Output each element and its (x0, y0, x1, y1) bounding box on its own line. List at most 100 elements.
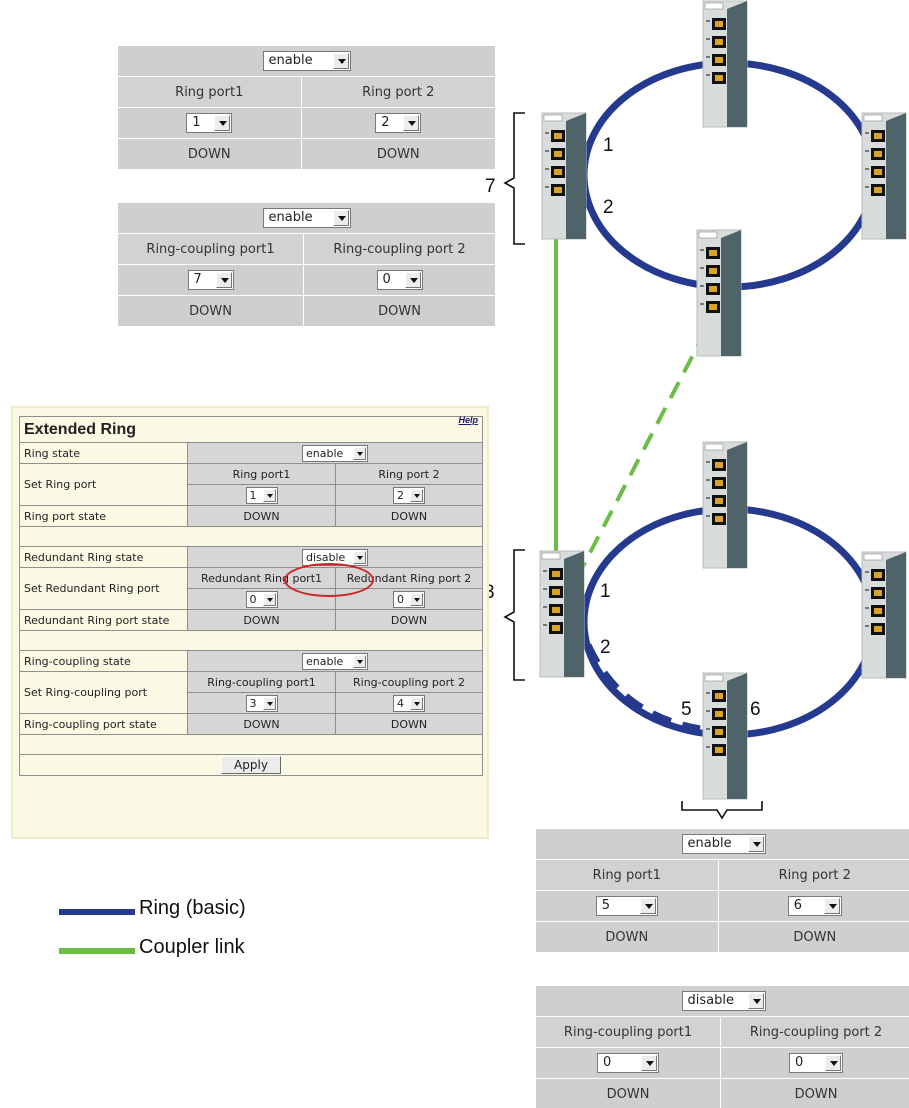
chevron-down-icon (353, 550, 366, 564)
set-ring-port-label: Set Ring port (19, 463, 188, 506)
ext-ring-port2-select[interactable]: 2 (393, 486, 425, 504)
label-top-port-1: 1 (603, 135, 614, 156)
redundant-ring-port2-select[interactable]: 0 (393, 590, 425, 608)
ring-port2-label: Ring port 2 (300, 76, 496, 108)
ring-coupling-port1-select-bottom[interactable]: 0 (597, 1053, 660, 1073)
extended-ring-title: Extended Ring (24, 420, 137, 438)
chevron-down-icon (825, 1055, 842, 1071)
chevron-down-icon (353, 654, 366, 668)
switch-bottom-south (702, 672, 748, 800)
label-bottom-port-6: 6 (750, 699, 761, 720)
chevron-down-icon (747, 836, 764, 852)
ring-coupling-port2-label-bottom: Ring-coupling port 2 (720, 1016, 909, 1048)
label-bottom-port-5: 5 (681, 699, 692, 720)
ring-swatch (59, 909, 135, 915)
ring-coupling-port1-status: DOWN (116, 295, 305, 327)
ring-port2-select-bottom[interactable]: 6 (787, 896, 842, 916)
chevron-down-icon (639, 898, 656, 914)
ring-coupling-state-label: Ring-coupling state (19, 650, 188, 672)
redundant-ring-state-select[interactable]: disable (302, 548, 368, 566)
chevron-down-icon (262, 696, 276, 710)
ring-port2-status-bottom: DOWN (717, 921, 909, 953)
ext-ring-coupling-port2-select[interactable]: 4 (393, 694, 425, 712)
switch-bottom-east (861, 551, 907, 679)
redundant-ring-port-state1: DOWN (187, 609, 336, 631)
ring-coupling-state-select[interactable]: enable (262, 208, 351, 228)
ring-port1-select[interactable]: 1 (186, 113, 233, 133)
switch-top-south (696, 229, 742, 357)
ring-port-state-label: Ring port state (19, 505, 188, 527)
chevron-down-icon (332, 210, 349, 226)
label-top-port-7: 7 (485, 176, 496, 197)
chevron-down-icon (214, 115, 231, 131)
ring-port-state2: DOWN (335, 505, 483, 527)
label-top-port-2: 2 (603, 197, 614, 218)
extended-ring-form: Extended Ring Help Ring state enable Set… (11, 406, 489, 839)
ring-coupling-port2-status: DOWN (303, 295, 496, 327)
ext-ring-coupling-state-select[interactable]: enable (302, 652, 368, 670)
ring-coupling-port2-status-bottom: DOWN (720, 1078, 909, 1108)
ring-coupling-port2-select[interactable]: 0 (376, 270, 423, 290)
chevron-down-icon (262, 592, 276, 606)
ring-coupling-port1-label-bottom: Ring-coupling port1 (534, 1016, 722, 1048)
ext-ring-port1-select[interactable]: 1 (245, 486, 278, 504)
chevron-down-icon (410, 696, 423, 710)
ring-state-select-bottom[interactable]: enable (681, 834, 766, 854)
chevron-down-icon (404, 272, 421, 288)
set-redundant-ring-port-label: Set Redundant Ring port (19, 567, 188, 610)
legend-coupler-link-label: Coupler link (139, 936, 245, 958)
coupler-swatch (59, 948, 135, 954)
ring-port2-label-bottom: Ring port 2 (717, 859, 909, 891)
chevron-down-icon (410, 592, 423, 606)
switch-top-east (861, 112, 907, 240)
ring-coupling-state-select-bottom[interactable]: disable (681, 991, 766, 1011)
ext-ring-port2-label: Ring port 2 (335, 463, 483, 485)
brace-bottom (503, 549, 525, 681)
label-bottom-port-3: 3 (484, 582, 495, 603)
ring-state-select[interactable]: enable (262, 51, 351, 71)
ring-coupling-port1-select[interactable]: 7 (187, 270, 234, 290)
help-link[interactable]: Help (458, 414, 478, 425)
ring-port1-label-bottom: Ring port1 (535, 859, 719, 891)
set-ring-coupling-port-label: Set Ring-coupling port (19, 671, 188, 714)
chevron-down-icon (823, 898, 840, 914)
ring-port1-status-bottom: DOWN (535, 921, 719, 953)
ring-coupling-port1-label: Ring-coupling port1 (116, 233, 305, 265)
ext-ring-coupling-port1-select[interactable]: 3 (245, 694, 278, 712)
label-bottom-port-1: 1 (600, 581, 611, 602)
chevron-down-icon (215, 272, 232, 288)
apply-button[interactable]: Apply (221, 756, 281, 774)
brace-top (503, 112, 525, 245)
ring-coupling-port-state1: DOWN (187, 713, 336, 735)
coupler-link-dashed (566, 304, 721, 596)
chevron-down-icon (747, 993, 764, 1009)
ext-ring-coupling-port2-label: Ring-coupling port 2 (335, 671, 483, 693)
ring-port1-select-bottom[interactable]: 5 (595, 896, 658, 916)
ring-port2-select[interactable]: 2 (375, 113, 422, 133)
chevron-down-icon (641, 1055, 658, 1071)
ring-port2-status: DOWN (300, 138, 496, 170)
ring-coupling-port2-label: Ring-coupling port 2 (303, 233, 496, 265)
redundant-ring-dashed (584, 643, 701, 733)
highlight-circle (284, 563, 374, 597)
chevron-down-icon (403, 115, 420, 131)
switch-bottom-north (702, 441, 748, 569)
switch-top-north (702, 0, 748, 128)
ring-port-state1: DOWN (187, 505, 336, 527)
chevron-down-icon (332, 53, 349, 69)
ring-state-label: Ring state (19, 442, 188, 464)
redundant-ring-state-label: Redundant Ring state (19, 546, 188, 568)
ring-coupling-port-state-label: Ring-coupling port state (19, 713, 188, 735)
chevron-down-icon (262, 488, 276, 502)
ext-ring-port1-label: Ring port1 (187, 463, 336, 485)
redundant-ring-port-state-label: Redundant Ring port state (19, 609, 188, 631)
ring-coupling-port2-select-bottom[interactable]: 0 (789, 1053, 844, 1073)
ring-coupling-port-state2: DOWN (335, 713, 483, 735)
redundant-ring-port1-select[interactable]: 0 (245, 590, 278, 608)
ring-port1-status: DOWN (117, 138, 302, 170)
ext-ring-state-select[interactable]: enable (302, 444, 368, 462)
